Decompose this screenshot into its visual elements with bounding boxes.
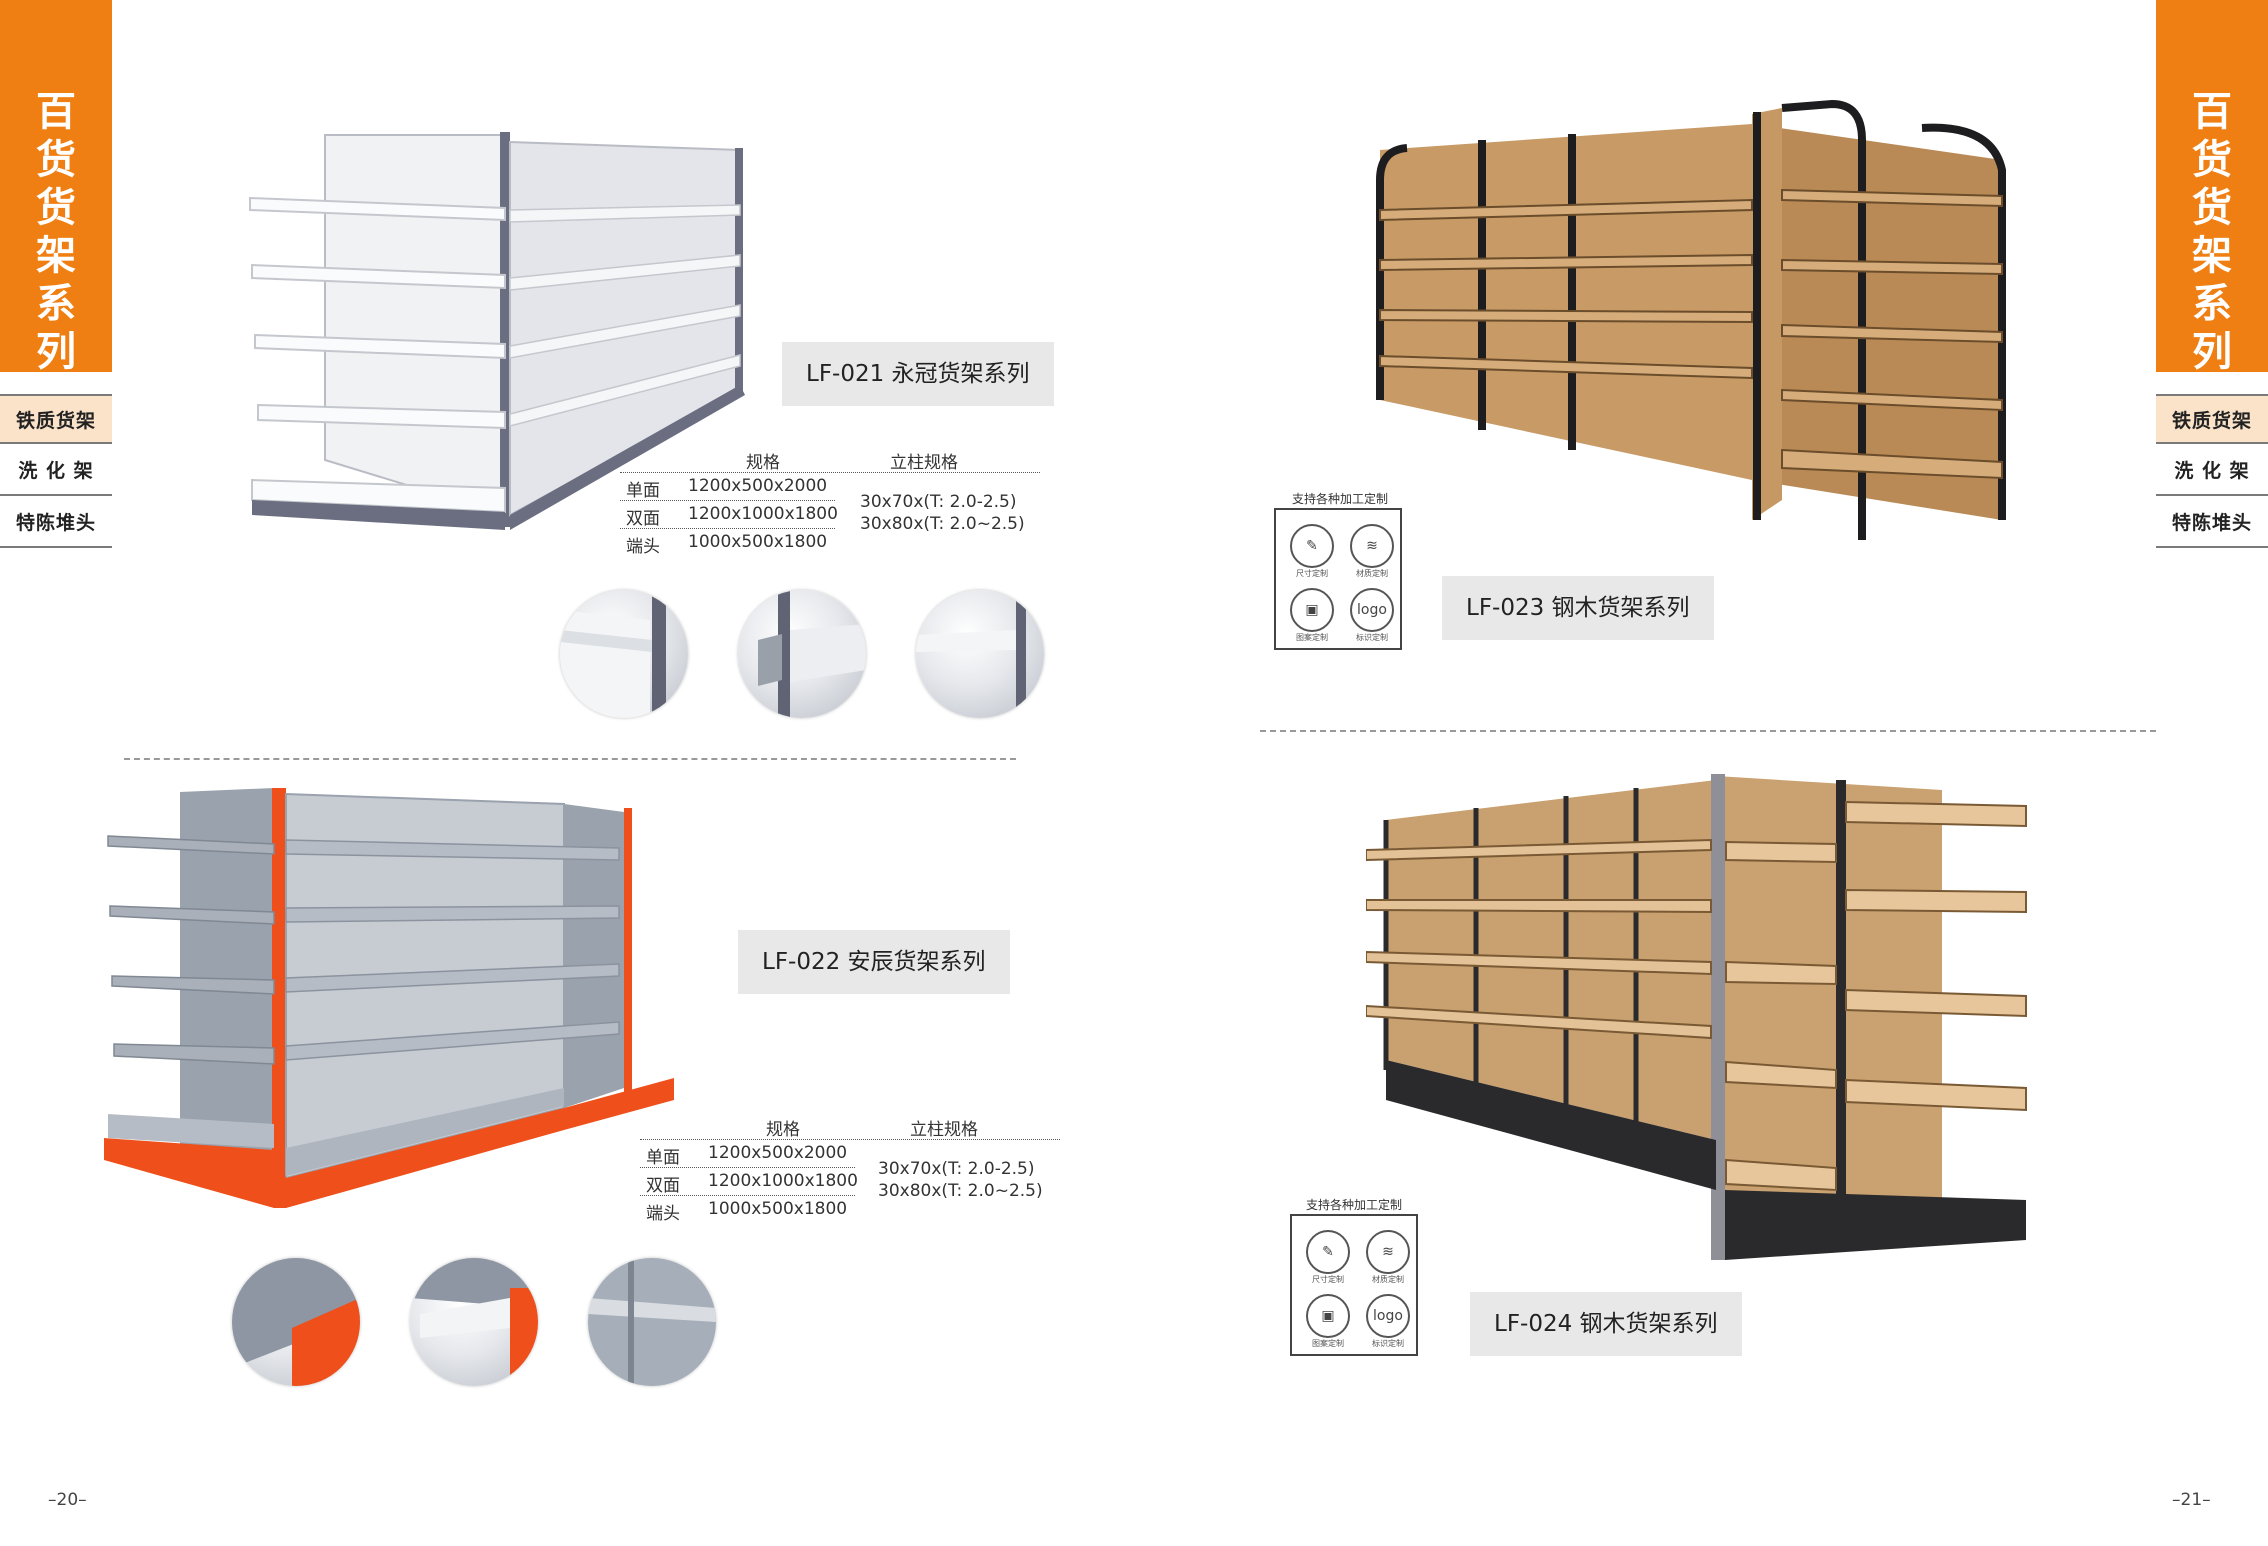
logo-icon: logo (1366, 1294, 1410, 1338)
sidebar-item-iron-shelf[interactable]: 铁质货架 (0, 394, 112, 444)
column-spec: 30x80x(T: 2.0~2.5) (878, 1181, 1043, 1201)
layers-icon: ≋ (1366, 1230, 1410, 1274)
image-icon: ▣ (1306, 1294, 1350, 1338)
left-sidebar: 百 货 货 架 系 列 铁质货架 洗 化 架 特陈堆头 (0, 0, 112, 560)
sidebar-item-toiletry-shelf[interactable]: 洗 化 架 (0, 446, 112, 496)
spec-header-size: 规格 (746, 453, 780, 473)
product-label-lf022: LF-022 安辰货架系列 (738, 930, 1010, 994)
spec-row-value: 1200x500x2000 (708, 1143, 848, 1163)
divider-left (124, 758, 1016, 760)
shelf-image-lf021 (249, 132, 745, 530)
product-label-lf023: LF-023 钢木货架系列 (1442, 576, 1714, 640)
page-number-right: –21– (2172, 1490, 2211, 1510)
shelf-image-lf023 (1376, 100, 2006, 540)
spec-row-value: 1000x500x1800 (708, 1199, 848, 1219)
column-spec: 30x80x(T: 2.0~2.5) (860, 514, 1025, 534)
sidebar-item-special-display-right[interactable]: 特陈堆头 (2156, 498, 2268, 548)
sidebar-item-iron-shelf-right[interactable]: 铁质货架 (2156, 394, 2268, 444)
pencil-icon: ✎ (1290, 524, 1334, 568)
right-sidebar: 百 货 货 架 系 列 铁质货架 洗 化 架 特陈堆头 (2156, 0, 2268, 560)
detail-photo-bracket-grey (410, 1258, 538, 1386)
spec-row-type: 单面 (626, 481, 660, 501)
spec-row-type: 双面 (626, 509, 660, 529)
page-number-left: –20– (48, 1490, 87, 1510)
column-spec: 30x70x(T: 2.0-2.5) (878, 1159, 1035, 1179)
spec-row-value: 1200x1000x1800 (708, 1171, 858, 1191)
detail-photo-shelf-edge (560, 590, 688, 718)
spec-header-column: 立柱规格 (890, 453, 958, 473)
detail-photo-shelf-joint (916, 590, 1044, 718)
spec-row-type: 端头 (626, 537, 660, 557)
spec-row-value: 1200x1000x1800 (688, 504, 838, 524)
detail-photo-base (232, 1258, 360, 1386)
sidebar-title-right: 百 货 货 架 系 列 (2156, 0, 2268, 375)
detail-photo-shelf-grey (588, 1258, 716, 1386)
spec-header-column: 立柱规格 (910, 1120, 978, 1140)
sidebar-item-toiletry-shelf-right[interactable]: 洗 化 架 (2156, 446, 2268, 496)
customization-box-lf023: 支持各种加工定制 ✎ 尺寸定制 ≋ 材质定制 ▣ 图案定制 logo 标识定制 (1274, 490, 1402, 650)
layers-icon: ≋ (1350, 524, 1394, 568)
customization-title: 支持各种加工定制 (1292, 492, 1389, 506)
customization-title: 支持各种加工定制 (1306, 1198, 1403, 1212)
shelf-image-lf022 (104, 788, 674, 1208)
spec-row-value: 1200x500x2000 (688, 476, 828, 496)
spec-row-type: 端头 (646, 1204, 680, 1224)
shelf-image-lf024 (1366, 774, 2027, 1260)
logo-icon: logo (1350, 588, 1394, 632)
spec-table-lf022: 规格 立柱规格 单面 1200x500x2000 双面 1200x1000x18… (640, 1115, 1060, 1225)
sidebar-item-special-display[interactable]: 特陈堆头 (0, 498, 112, 548)
image-icon: ▣ (1290, 588, 1334, 632)
detail-photo-bracket (738, 590, 866, 718)
customization-box-lf024: 支持各种加工定制 ✎ 尺寸定制 ≋ 材质定制 ▣ 图案定制 logo 标识定制 (1290, 1196, 1418, 1356)
spec-row-type: 双面 (646, 1176, 680, 1196)
pencil-icon: ✎ (1306, 1230, 1350, 1274)
spec-table-lf021: 规格 立柱规格 单面 1200x500x2000 双面 1200x1000x18… (620, 448, 1040, 558)
spec-row-value: 1000x500x1800 (688, 532, 828, 552)
column-spec: 30x70x(T: 2.0-2.5) (860, 492, 1017, 512)
sidebar-title: 百 货 货 架 系 列 (0, 0, 112, 375)
spec-header-size: 规格 (766, 1120, 800, 1140)
product-label-lf024: LF-024 钢木货架系列 (1470, 1292, 1742, 1356)
product-label-lf021: LF-021 永冠货架系列 (782, 342, 1054, 406)
spec-row-type: 单面 (646, 1148, 680, 1168)
divider-right (1260, 730, 2156, 732)
